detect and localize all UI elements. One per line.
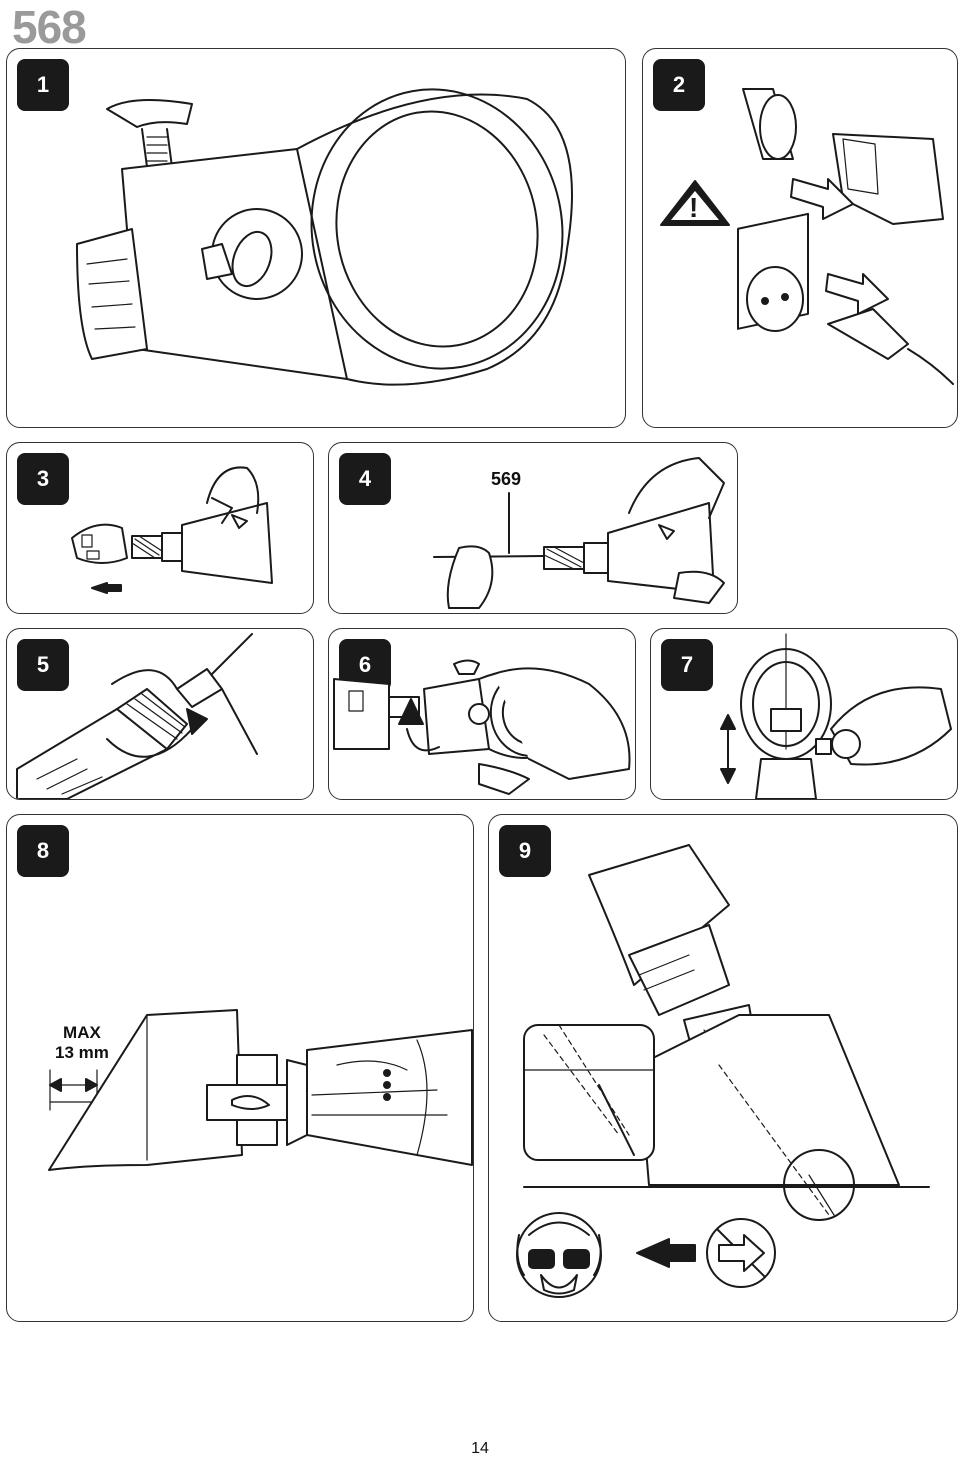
step-badge: 2	[653, 59, 705, 111]
accessory-part-number: 569	[491, 469, 522, 489]
tighten-guide-illustration	[333, 659, 631, 795]
panel-step-3: 3	[6, 442, 314, 614]
panel-step-2: 2 !	[642, 48, 958, 428]
step-badge: 1	[17, 59, 69, 111]
attach-guide-illustration	[16, 633, 258, 799]
panel-step-5: 5	[6, 628, 314, 800]
drilling-illustration	[516, 844, 930, 1298]
step-badge: 5	[17, 639, 69, 691]
panel-step-9: 9	[488, 814, 958, 1322]
page-number: 14	[471, 1440, 489, 1457]
step-badge: 4	[339, 453, 391, 505]
panel-step-7: 7	[650, 628, 958, 800]
max-text: MAX	[63, 1023, 101, 1042]
panel-step-6: 6	[328, 628, 636, 800]
model-number: 568	[12, 1, 87, 53]
drill-guide-illustration	[76, 88, 573, 386]
remove-cap-illustration	[71, 466, 273, 594]
panel-step-1: 1	[6, 48, 626, 428]
step-badge: 7	[661, 639, 713, 691]
step-badge: 8	[17, 825, 69, 877]
bit-length-illustration	[48, 1009, 473, 1171]
max-depth-label: MAX 13 mm	[55, 1023, 109, 1063]
max-value: 13 mm	[55, 1043, 109, 1062]
step-badge: 9	[499, 825, 551, 877]
svg-text:!: !	[689, 192, 698, 223]
insert-bit-illustration	[433, 457, 725, 609]
adjust-depth-illustration	[720, 633, 952, 799]
step-badge: 3	[17, 453, 69, 505]
battery-unplug-illustration: !	[660, 88, 954, 385]
panel-step-4: 4 569	[328, 442, 738, 614]
panel-step-8: 8 MAX 13 mm	[6, 814, 474, 1322]
